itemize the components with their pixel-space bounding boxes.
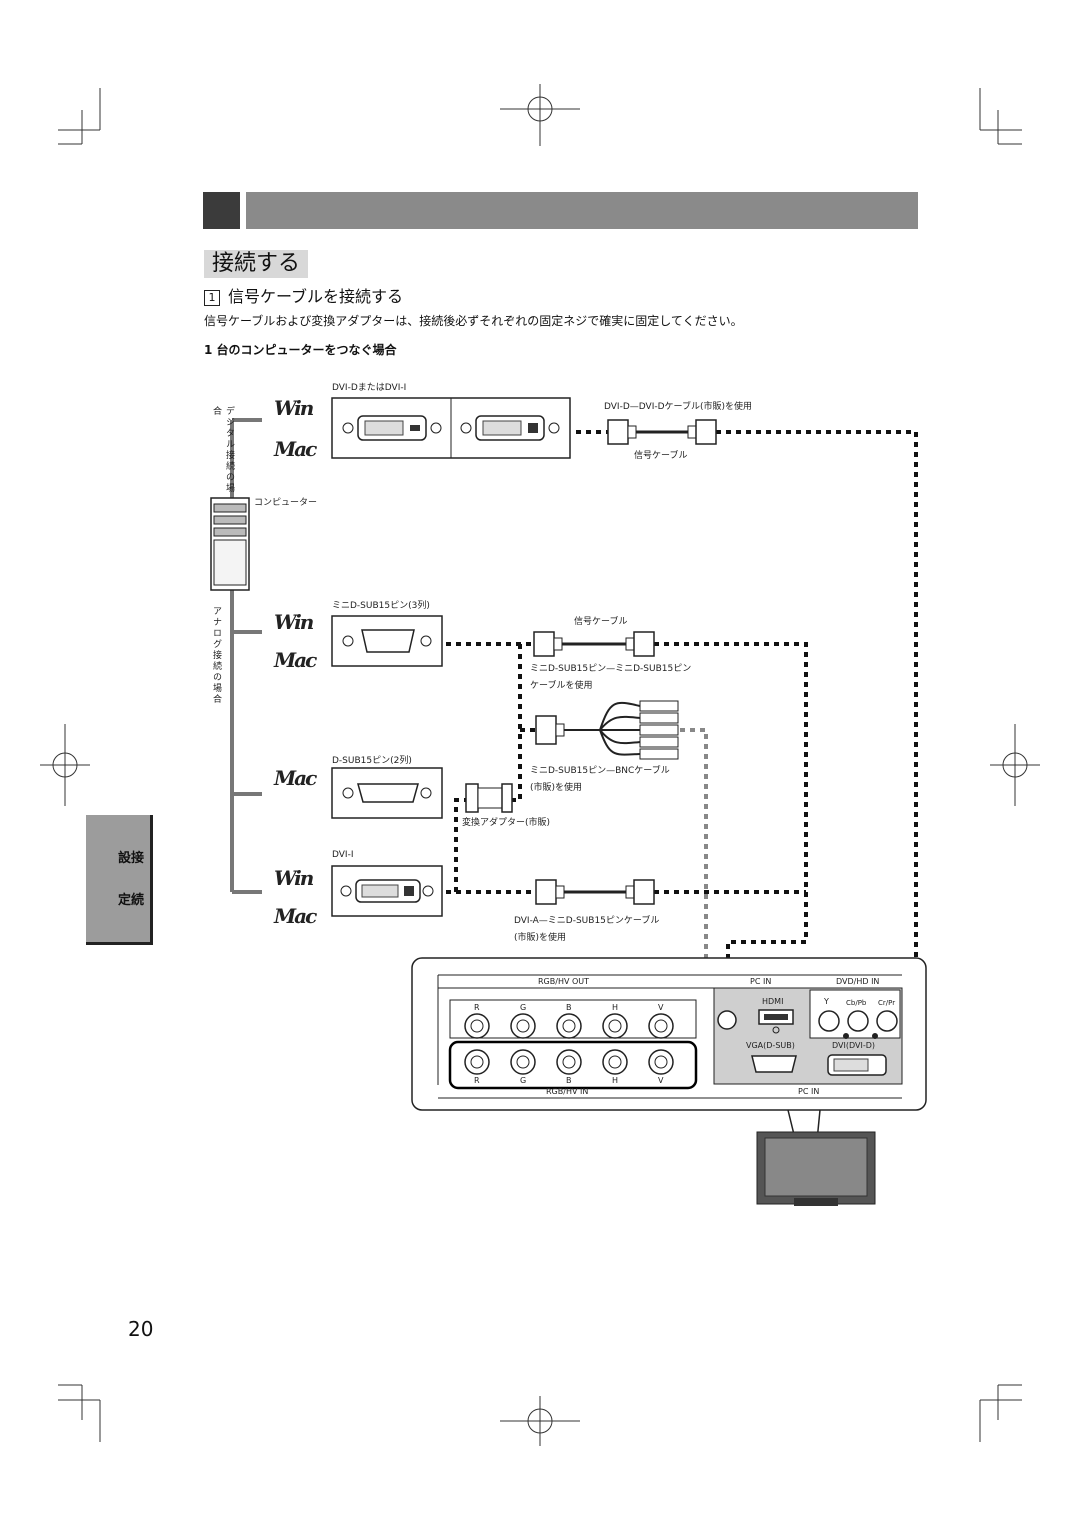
- bnc-cable-label: ミニD-SUB15ピン—BNCケーブル: [530, 766, 670, 776]
- windows-logo-2: Win: [274, 610, 314, 634]
- dvia-cable-label: DVI-A—ミニD-SUB15ピンケーブル: [514, 916, 660, 926]
- windows-logo-3: Win: [274, 866, 314, 890]
- step-title-text: 信号ケーブルを接続する: [228, 287, 404, 306]
- dvia-cable-icon: [535, 879, 655, 905]
- case-heading: 1 台のコンピューターをつなぐ場合: [204, 343, 397, 357]
- chapter-side-tab: 設接 定続: [86, 815, 153, 945]
- signal-cable-label-1: 信号ケーブル: [634, 451, 688, 461]
- rgb-in-label: RGB/HV IN: [546, 1087, 589, 1096]
- mini-mini-cable-use: ケーブルを使用: [530, 681, 593, 691]
- bnc-bottom-v: V: [658, 1076, 664, 1085]
- bnc-cable-icon: [535, 700, 679, 760]
- windows-logo-1: Win: [274, 396, 314, 420]
- dvi-port-label: DVI-DまたはDVI-I: [332, 383, 407, 393]
- cr-label: Cr/Pr: [878, 999, 896, 1007]
- dvi-cable-icon: [607, 419, 717, 445]
- cb-label: Cb/Pb: [846, 999, 867, 1007]
- dsub2-label: D-SUB15ピン(2列): [332, 756, 412, 766]
- dsub-cable-icon: [533, 631, 655, 657]
- bnc-top-b: B: [566, 1003, 572, 1012]
- mac-logo-1: Mac: [274, 437, 317, 461]
- step-number: 1: [204, 290, 220, 306]
- dvi-d-label: DVI(DVI-D): [832, 1041, 875, 1050]
- pc-in-bottom-label: PC IN: [798, 1087, 820, 1096]
- bnc-bottom-g: G: [520, 1076, 527, 1085]
- bnc-top-v: V: [658, 1003, 664, 1012]
- mac-logo-3: Mac: [274, 766, 317, 790]
- monitor-thumbnail-icon: [756, 1109, 876, 1206]
- mini-dsub-port: [331, 615, 443, 667]
- bnc-top-g: G: [520, 1003, 527, 1012]
- display-rear-panel: [411, 957, 927, 1111]
- dvi-i-label: DVI-I: [332, 850, 354, 860]
- y-label: Y: [824, 997, 829, 1006]
- computer-label: コンピューター: [254, 498, 318, 508]
- section-title: 接続する: [204, 250, 309, 278]
- mini-mini-cable-label: ミニD-SUB15ピン—ミニD-SUB15ピン: [530, 664, 692, 674]
- signal-cable-label-2: 信号ケーブル: [574, 617, 628, 627]
- dsub2-port: [331, 767, 443, 819]
- page-number: 20: [128, 1317, 154, 1341]
- dvia-cable-use: (市販)を使用: [514, 933, 567, 943]
- header-square: [203, 192, 240, 229]
- bnc-top-h: H: [612, 1003, 619, 1012]
- side-tab-line-2: 定続: [118, 893, 145, 908]
- mac-logo-2: Mac: [274, 648, 317, 672]
- hdmi-label: HDMI: [762, 997, 784, 1006]
- header-bar: [246, 192, 918, 229]
- adapter-label: 変換アダプター(市販): [462, 818, 551, 828]
- mini-dsub-label: ミニD-SUB15ピン(3列): [332, 601, 430, 611]
- computer-tower-icon: [210, 497, 250, 591]
- analog-side-label: アナログ接続の場合: [211, 606, 221, 705]
- side-tab-line-1: 設接: [118, 851, 145, 866]
- bnc-bottom-h: H: [612, 1076, 619, 1085]
- mac-logo-4: Mac: [274, 904, 317, 928]
- rgb-out-label: RGB/HV OUT: [538, 977, 590, 986]
- bnc-bottom-b: B: [566, 1076, 572, 1085]
- bnc-top-r: R: [474, 1003, 480, 1012]
- dvi-cable-use-label: DVI-D—DVI-Dケーブル(市販)を使用: [604, 402, 753, 412]
- step-description: 信号ケーブルおよび変換アダプターは、接続後必ずそれぞれの固定ネジで確実に固定して…: [204, 314, 743, 328]
- dvi-port-panel: [331, 397, 571, 459]
- bnc-cable-use: (市販)を使用: [530, 783, 583, 793]
- bnc-bottom-r: R: [474, 1076, 480, 1085]
- digital-side-label: デジタル接続の場合: [211, 406, 234, 494]
- pc-in-top-label: PC IN: [750, 977, 772, 986]
- conversion-adapter-icon: [465, 783, 513, 813]
- vga-label: VGA(D-SUB): [746, 1041, 795, 1050]
- step-title: 1 信号ケーブルを接続する: [204, 287, 403, 307]
- dvd-hd-in-label: DVD/HD IN: [836, 977, 880, 986]
- dvi-i-port: [331, 865, 443, 917]
